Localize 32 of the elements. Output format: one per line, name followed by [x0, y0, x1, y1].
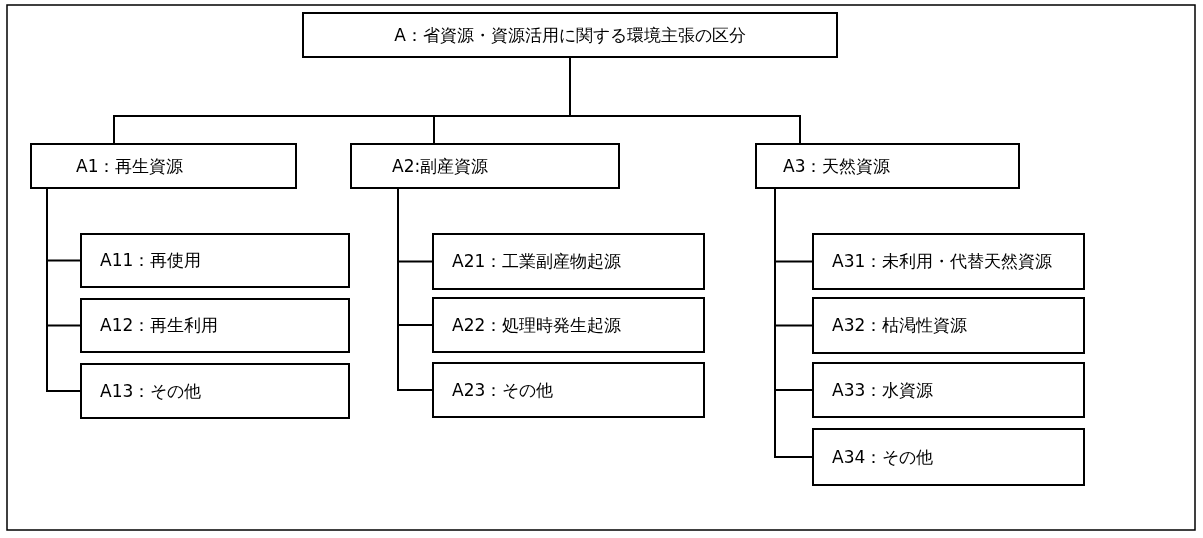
- root-box: [302, 12, 838, 58]
- connector-line: [774, 188, 813, 458]
- category-box: [755, 143, 1020, 189]
- connector-line: [46, 188, 81, 392]
- node-label: A34：その他: [832, 445, 934, 469]
- node-label: A33：水資源: [832, 378, 934, 402]
- node-label: A1：再生資源: [76, 154, 184, 178]
- category-box: [350, 143, 620, 189]
- node-label: A32：枯渇性資源: [832, 314, 968, 337]
- node-label: A23：その他: [452, 378, 554, 402]
- connector-line: [569, 57, 801, 144]
- node-label: A31：未利用・代替天然資源: [832, 250, 1053, 273]
- category-box: [80, 298, 350, 353]
- category-box: [80, 233, 350, 288]
- category-box: [432, 362, 705, 418]
- category-box: [30, 143, 297, 189]
- node-label: A13：その他: [100, 379, 202, 403]
- category-box: [432, 297, 705, 353]
- node-label: A22：処理時発生起源: [452, 313, 622, 337]
- connector-line: [397, 188, 433, 391]
- category-box: [80, 363, 350, 419]
- node-label: A21：工業副産物起源: [452, 250, 622, 273]
- node-label: A2:副産資源: [392, 154, 489, 178]
- node-label: A：省資源・資源活用に関する環境主張の区分: [394, 23, 746, 47]
- node-label: A3：天然資源: [783, 154, 891, 178]
- category-box: [812, 362, 1085, 418]
- category-box: [812, 428, 1085, 486]
- category-box: [432, 233, 705, 290]
- node-label: A12：再生利用: [100, 314, 219, 337]
- node-label: A11：再使用: [100, 249, 202, 272]
- category-box: [812, 233, 1085, 290]
- category-box: [812, 297, 1085, 354]
